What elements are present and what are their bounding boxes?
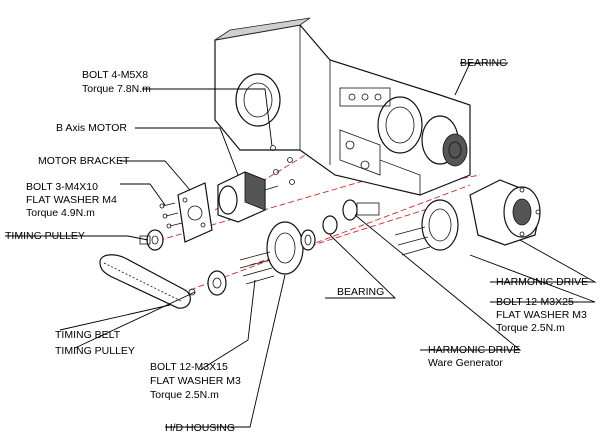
timing-belt xyxy=(99,254,191,309)
timing-pulley-upper xyxy=(139,229,164,251)
bearing-mid-label: BEARING xyxy=(337,286,384,298)
wave-generator-label: Ware Generator xyxy=(428,357,503,369)
bolt-m4-label: BOLT 3-M4X10 xyxy=(26,181,98,193)
bolt-m3x15-torque: Torque 2.5N.m xyxy=(150,389,219,401)
leader-lines xyxy=(5,62,597,428)
motor-bolts xyxy=(270,145,295,185)
timing-pulley-lower xyxy=(188,270,227,296)
b-axis-motor-label: B Axis MOTOR xyxy=(56,122,127,134)
bracket-bolts xyxy=(159,202,183,229)
harmonic-drive-label: HARMONIC DRIVE xyxy=(496,276,588,288)
output-flange xyxy=(469,179,541,246)
bolt-m3x15-label: BOLT 12-M3X15 xyxy=(150,361,228,373)
timing-pulley-upper-label: TIMING PULLEY xyxy=(5,230,85,242)
bolt-m5-torque: Torque 7.8N.m xyxy=(82,83,151,95)
washer-m3-a-label: FLAT WASHER M3 xyxy=(150,375,241,387)
washer-m3-b-label: FLAT WASHER M3 xyxy=(496,309,587,321)
hd-housing-label: H/D HOUSING xyxy=(165,422,235,434)
timing-pulley-lower-label: TIMING PULLEY xyxy=(55,345,135,357)
b-axis-motor xyxy=(217,171,279,223)
wave-generator xyxy=(342,199,380,221)
hd-housing xyxy=(239,221,304,285)
bolt-m5-label: BOLT 4-M5X8 xyxy=(82,69,148,81)
washer-m4-label: FLAT WASHER M4 xyxy=(26,194,117,206)
motor-bracket-label: MOTOR BRACKET xyxy=(38,155,130,167)
harmonic-drive xyxy=(394,199,459,256)
bolt-m3x25-torque: Torque 2.5N.m xyxy=(496,322,565,334)
motor-bracket xyxy=(177,182,213,243)
arm-housing xyxy=(214,17,471,196)
harmonic-drive-wg-label: HARMONIC DRIVE xyxy=(428,344,520,356)
bolt-m4-torque: Torque 4.9N.m xyxy=(26,207,95,219)
bearing-mid xyxy=(300,215,338,251)
bolt-m3x25-label: BOLT 12-M3X25 xyxy=(496,296,574,308)
timing-belt-label: TIMING BELT xyxy=(55,329,121,341)
bearing-top-label: BEARING xyxy=(460,57,507,69)
labels: BOLT 4-M5X8 Torque 7.8N.m B Axis MOTOR M… xyxy=(5,57,588,434)
